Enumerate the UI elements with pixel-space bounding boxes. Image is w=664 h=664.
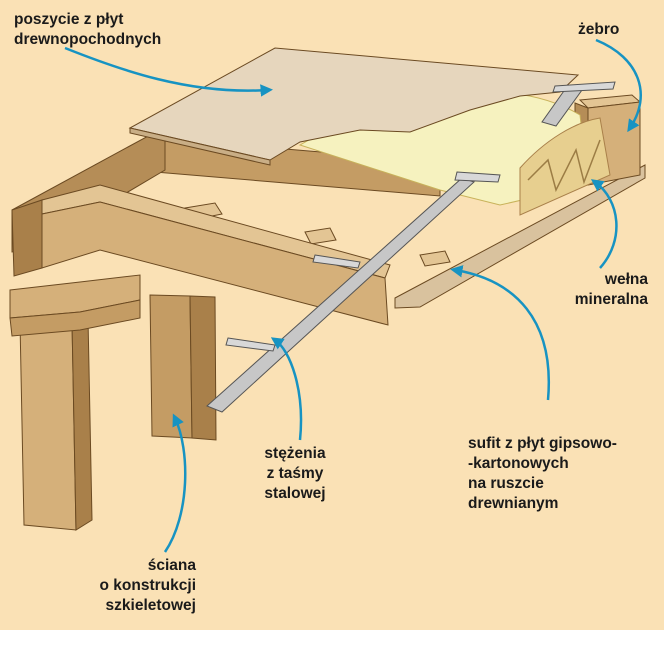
blocking-3 <box>419 250 451 267</box>
steel-strap-clip-4 <box>552 81 616 93</box>
label-ceiling-line-4: drewnianym <box>468 495 559 512</box>
label-ceiling-line-1: sufit z płyt gipsowo- <box>468 435 617 452</box>
wall-top-plate-lower <box>9 299 141 337</box>
sheathing-edge <box>129 127 271 166</box>
label-ceiling-line-3: na ruszcie <box>468 475 544 492</box>
label-rib-line-1: żebro <box>578 21 620 38</box>
leader-rib <box>595 38 642 133</box>
label-sheathing-line-2: drewnopochodnych <box>14 31 162 48</box>
label-mineral-wool-line-2: mineralna <box>574 291 648 308</box>
label-frame-wall-line-2: o konstrukcji <box>99 577 196 594</box>
label-steel-bracing-line-3: stalowej <box>264 485 326 502</box>
label-steel-bracing: stężenia z taśmy stalowej <box>250 444 340 504</box>
wall-frame <box>9 274 217 531</box>
wall-post-left <box>19 321 77 531</box>
label-sheathing-line-1: poszycie z płyt <box>14 11 124 28</box>
sheathing-top <box>128 47 580 161</box>
label-mineral-wool: wełna mineralna <box>575 270 648 310</box>
label-sheathing: poszycie z płyt drewnopochodnych <box>14 10 161 50</box>
leader-wall <box>163 413 187 553</box>
label-frame-wall-line-1: ściana <box>147 557 196 574</box>
label-ceiling: sufit z płyt gipsowo- -kartonowych na ru… <box>468 434 617 514</box>
label-steel-bracing-line-1: stężenia <box>264 445 326 462</box>
label-ceiling-line-2: -kartonowych <box>468 455 569 472</box>
wall-post-left-side <box>71 317 93 531</box>
steel-strap-clip-1 <box>454 171 501 183</box>
steel-strap-clip-2 <box>312 254 361 269</box>
label-rib: żebro <box>578 20 619 40</box>
blocking-2 <box>304 227 337 245</box>
label-frame-wall-line-3: szkieletowej <box>105 597 196 614</box>
leader-lines <box>64 38 642 553</box>
label-mineral-wool-line-1: wełna <box>604 271 648 288</box>
steel-strap-bracing <box>206 81 616 413</box>
wall-post-back <box>149 294 193 439</box>
leader-sheathing <box>64 46 273 97</box>
wall-post-front-right <box>189 295 217 441</box>
leader-bracing <box>270 337 303 441</box>
label-steel-bracing-line-2: z taśmy <box>266 465 324 482</box>
label-frame-wall: ściana o konstrukcji szkieletowej <box>60 556 196 616</box>
front-joist-end <box>11 199 43 277</box>
steel-strap-clip-3 <box>225 337 276 352</box>
leader-ceiling <box>450 265 551 401</box>
sheathing-board <box>128 47 580 166</box>
leader-wool <box>590 179 618 269</box>
